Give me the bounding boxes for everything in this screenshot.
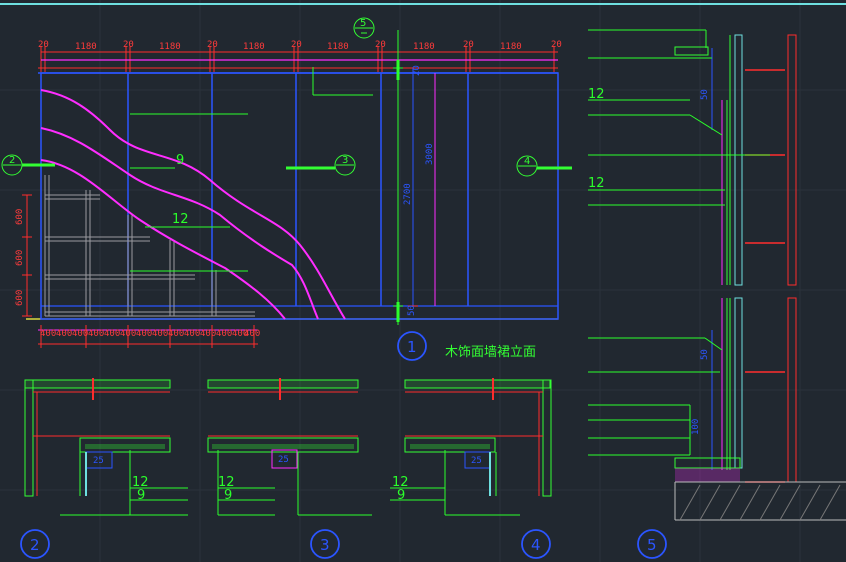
- dim-bottom-0: 400: [40, 329, 56, 339]
- section-detail-2: 25 12 9 2: [20, 378, 188, 559]
- dim-bottom-5: 400: [120, 329, 136, 339]
- dim-left-1: 600: [15, 250, 25, 266]
- dim-top-0: 20: [38, 40, 49, 50]
- dim-bottom-13: 400: [244, 329, 260, 339]
- section-detail-4: 25 12 9 4: [390, 378, 552, 559]
- section-mark-2: 2: [1, 154, 55, 176]
- section-detail-5: 50 12 12 50 100: [588, 29, 846, 559]
- section-mark-4: 4: [516, 155, 572, 177]
- dim-top-2: 20: [123, 40, 134, 50]
- section-mark-4-label: 4: [524, 156, 530, 167]
- dim-bottom-12: 400: [232, 329, 248, 339]
- section-3-number: 3: [320, 536, 330, 554]
- dim-bottom-2: 400: [72, 329, 88, 339]
- dim-top-6: 20: [291, 40, 302, 50]
- dim-top-12: 20: [551, 40, 562, 50]
- dim-height-3000: 3000: [425, 143, 435, 165]
- dim-bottom-9: 400: [184, 329, 200, 339]
- dim-top-3: 1180: [159, 42, 181, 52]
- section-4-number: 4: [531, 536, 541, 554]
- dim-bottom-8: 400: [168, 329, 184, 339]
- section-2-dim: 25: [93, 456, 104, 466]
- dim-top-11: 1180: [500, 42, 522, 52]
- section-mark-5-label: 5: [360, 18, 366, 29]
- dim-left-0: 600: [15, 209, 25, 225]
- section-5-code-12b: 12: [588, 176, 605, 191]
- dim-bottom-10: 400: [200, 329, 216, 339]
- dim-top-4: 20: [207, 40, 218, 50]
- dim-top-10: 20: [463, 40, 474, 50]
- dim-top-1: 1180: [75, 42, 97, 52]
- drawing-title: 木饰面墙裙立面: [445, 345, 536, 360]
- section-4-dim: 25: [471, 456, 482, 466]
- dim-left-2: 600: [15, 290, 25, 306]
- dim-top-5: 1180: [243, 42, 265, 52]
- section-detail-3: 25 12 9 3: [207, 378, 372, 559]
- dim-bottom-11: 400: [216, 329, 232, 339]
- view-number-circle: [397, 331, 427, 361]
- material-label-12: 12: [172, 212, 189, 227]
- section-5-code-12a: 12: [588, 87, 605, 102]
- section-2-code-9: 9: [137, 488, 145, 503]
- elevation-view: 20 1180 20 1180 20 1180 20 1180 20 1180 …: [1, 17, 572, 361]
- section-5-number: 5: [647, 536, 657, 554]
- material-label-9: 9: [176, 153, 184, 168]
- section-3-code-9: 9: [224, 488, 232, 503]
- dim-bottom-3: 400: [88, 329, 104, 339]
- dim-bottom-4: 400: [104, 329, 120, 339]
- section-2-code-12: 12: [132, 475, 149, 490]
- section-3-code-12: 12: [218, 475, 235, 490]
- section-5-dim-b: 50: [700, 349, 710, 360]
- dim-height-2700: 2700: [403, 183, 413, 205]
- section-5-dim-a: 50: [700, 89, 710, 100]
- dim-bottom-1: 400: [56, 329, 72, 339]
- dim-top-7: 1180: [327, 42, 349, 52]
- section-5-dim-c: 100: [691, 419, 701, 435]
- section-mark-3-label: 3: [342, 155, 348, 166]
- section-3-dim: 25: [278, 455, 289, 465]
- dim-height-20: 20: [412, 65, 422, 76]
- section-mark-2-label: 2: [9, 155, 15, 166]
- section-4-code-12: 12: [392, 475, 409, 490]
- view-number: 1: [407, 338, 417, 356]
- section-2-number: 2: [30, 536, 40, 554]
- section-4-code-9: 9: [397, 488, 405, 503]
- dim-height-50: 50: [407, 305, 417, 316]
- section-mark-5: 5: [353, 17, 375, 39]
- dim-bottom-6: 400: [136, 329, 152, 339]
- section-mark-3: 3: [286, 154, 356, 176]
- dim-top-9: 1180: [413, 42, 435, 52]
- dim-bottom-7: 400: [152, 329, 168, 339]
- dim-top-8: 20: [375, 40, 386, 50]
